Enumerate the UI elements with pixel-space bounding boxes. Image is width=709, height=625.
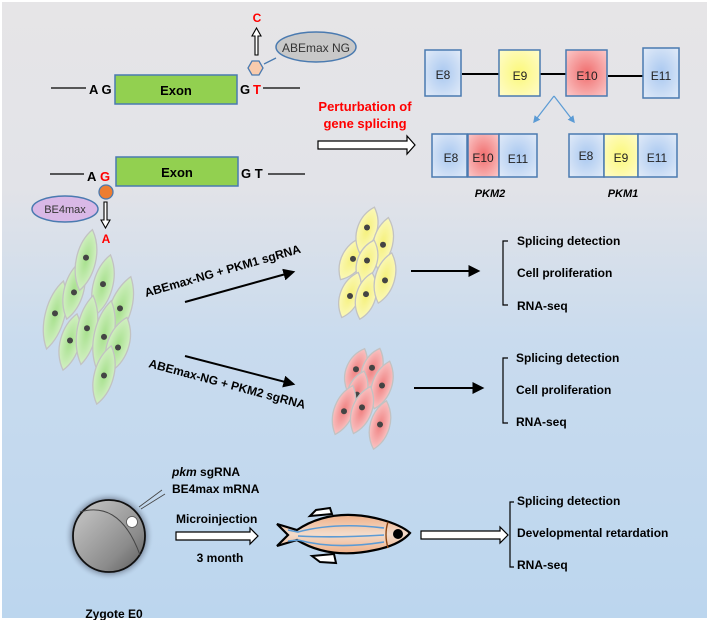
exon-label-top: Exon xyxy=(160,83,192,98)
pkm1-label: PKM1 xyxy=(608,188,639,200)
cell-nucleus xyxy=(379,383,385,389)
cell-nucleus xyxy=(71,289,77,295)
perturbation-label-line1: Perturbation of xyxy=(318,99,412,114)
splice-bases-gt: G T xyxy=(241,166,263,181)
target-base-hexagon-icon xyxy=(248,61,263,75)
splice-base-g-target: G xyxy=(100,169,110,184)
readout-rna-seq: RNA-seq xyxy=(517,558,568,572)
readout-cell-proliferation: Cell proliferation xyxy=(517,266,612,280)
cell-nucleus xyxy=(341,408,347,414)
readout-developmental-retardation: Developmental retardation xyxy=(517,526,668,540)
cell-nucleus xyxy=(364,224,370,230)
exon-e8-label: E8 xyxy=(436,68,451,82)
pkm2-exon-e11-label: E11 xyxy=(508,152,529,166)
cell-nucleus xyxy=(353,366,359,372)
zygote-label: Zygote E0 xyxy=(85,607,143,620)
cell-nucleus xyxy=(364,257,370,263)
pkm2-label: PKM2 xyxy=(475,188,506,200)
exon-e11-label: E11 xyxy=(651,69,672,83)
duration-label: 3 month xyxy=(197,551,244,565)
cell-nucleus xyxy=(52,310,58,316)
pkm-gene-name: pkm xyxy=(171,465,197,479)
cell-nucleus xyxy=(100,281,106,287)
pkm2-exon-e8-label: E8 xyxy=(444,151,459,165)
cell-nucleus xyxy=(117,305,123,311)
splice-base-g: G xyxy=(240,82,250,97)
splice-site-bases-left: A G xyxy=(89,82,112,97)
target-base-circle-icon xyxy=(99,185,113,199)
cell-nucleus xyxy=(115,344,121,350)
injection-line-2: BE4max mRNA xyxy=(172,482,260,496)
cell-nucleus xyxy=(382,277,388,283)
perturbation-step: Perturbation of gene splicing xyxy=(318,99,415,154)
fish-eye xyxy=(393,529,403,539)
cell-nucleus xyxy=(101,334,107,340)
readout-rna-seq: RNA-seq xyxy=(516,415,567,429)
cell-nucleus xyxy=(380,242,386,248)
cell-nucleus xyxy=(84,325,90,331)
edited-base-a: A xyxy=(102,232,111,246)
zygote-cell-icon xyxy=(127,517,138,528)
readout-cell-proliferation: Cell proliferation xyxy=(516,383,611,397)
readout-splicing-detection: Splicing detection xyxy=(517,494,620,508)
cell-nucleus xyxy=(347,293,353,299)
cell-nucleus xyxy=(359,404,365,410)
cell-nucleus xyxy=(377,422,383,428)
pkm2-exon-e10-label: E10 xyxy=(472,151,494,165)
pkm1-exon-e9-label: E9 xyxy=(614,151,629,165)
cell-nucleus xyxy=(350,256,356,262)
method-label: Microinjection xyxy=(176,512,257,526)
cell-nucleus xyxy=(101,372,107,378)
sgrna-text: sgRNA xyxy=(197,465,241,479)
exon-e10-label: E10 xyxy=(576,69,598,83)
splice-base-a: A xyxy=(87,169,97,184)
be4max-label: BE4max xyxy=(44,204,86,216)
readout-rna-seq: RNA-seq xyxy=(517,299,568,313)
cell-nucleus xyxy=(363,291,369,297)
perturbation-label-line2: gene splicing xyxy=(323,116,406,131)
cell-nucleus xyxy=(369,365,375,371)
pkm1-exon-e8-label: E8 xyxy=(579,149,594,163)
exon-label-bottom: Exon xyxy=(161,165,193,180)
readout-splicing-detection: Splicing detection xyxy=(516,351,619,365)
abemax-ng-label: ABEmax NG xyxy=(282,41,350,55)
splice-base-t-target: T xyxy=(253,82,261,97)
injection-line-1: pkm sgRNA xyxy=(171,465,240,479)
pkm1-exon-e11-label: E11 xyxy=(647,151,668,165)
edited-base-c: C xyxy=(253,11,262,25)
cell-nucleus xyxy=(83,255,89,261)
exon-e9-label: E9 xyxy=(513,69,528,83)
cell-nucleus xyxy=(67,337,73,343)
readout-splicing-detection: Splicing detection xyxy=(517,234,620,248)
